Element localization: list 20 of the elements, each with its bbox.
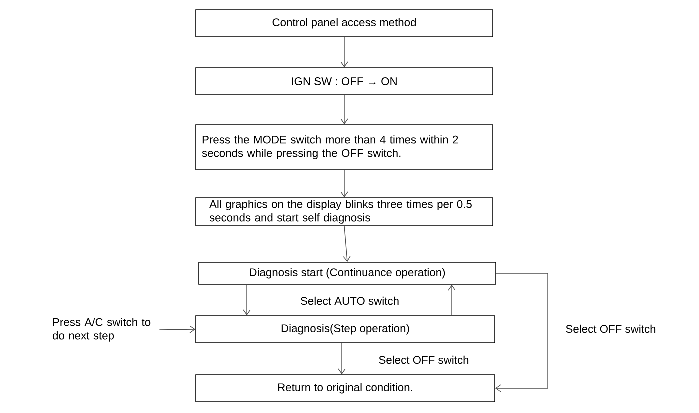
arrow xyxy=(338,343,346,375)
arrow xyxy=(448,284,456,316)
arrow xyxy=(340,170,348,198)
arrow xyxy=(159,326,196,334)
edge-label: Select OFF switch xyxy=(378,354,470,366)
step-note: Press A/C switch to do next step xyxy=(52,318,151,342)
arrow xyxy=(340,37,348,68)
edge-label: Select AUTO switch xyxy=(300,296,400,306)
process-box: Press the MODE switch more than 4 times within 2 seconds while pressing the OFF switch. xyxy=(196,124,494,170)
process-box: Control panel access method xyxy=(196,10,494,38)
process-box: Diagnosis start (Continuance operation) xyxy=(198,262,496,285)
arrow xyxy=(495,273,548,392)
process-box: All graphics on the display blinks three times per 0.5 seconds and start self diagnosis xyxy=(196,198,494,226)
edge-label: Select OFF switch xyxy=(564,324,658,334)
process-box: Diagnosis(Step operation) xyxy=(196,316,496,344)
arrow xyxy=(340,95,348,125)
arrow xyxy=(343,226,351,262)
process-box: Return to original condition. xyxy=(196,374,496,402)
process-box: IGN SW : OFF → ON xyxy=(196,68,494,96)
arrow xyxy=(243,284,251,316)
